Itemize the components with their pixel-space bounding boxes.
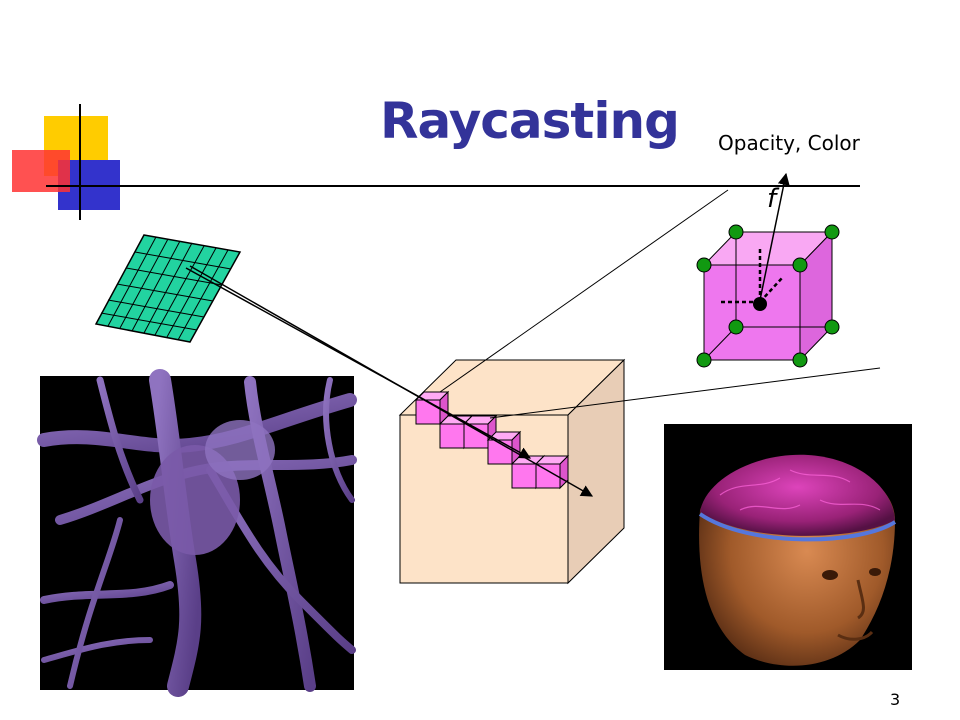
page-number: 3	[890, 690, 901, 709]
head-brain-volume-rendering-image	[664, 424, 912, 670]
neuron-volume-rendering-image	[37, 369, 357, 697]
zoom-callout-lines	[439, 189, 881, 419]
slide-title: Raycasting	[380, 92, 680, 150]
rays	[185, 265, 594, 497]
transfer-function-label: f	[767, 184, 777, 214]
opacity-color-label: Opacity, Color	[718, 131, 860, 155]
interpolated-sample-point	[753, 297, 767, 311]
image-plane-grid	[94, 234, 242, 343]
sample-points	[696, 224, 840, 368]
voxel-interpolation-cube	[702, 172, 834, 362]
slide-ornament	[12, 104, 860, 220]
